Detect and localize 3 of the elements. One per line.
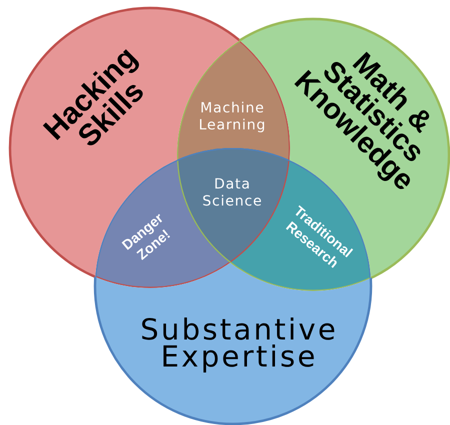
region-label: Data Science [203,178,261,206]
region-label: Machine Learning [200,102,264,132]
circle-label: Substantive Expertise [142,317,334,373]
